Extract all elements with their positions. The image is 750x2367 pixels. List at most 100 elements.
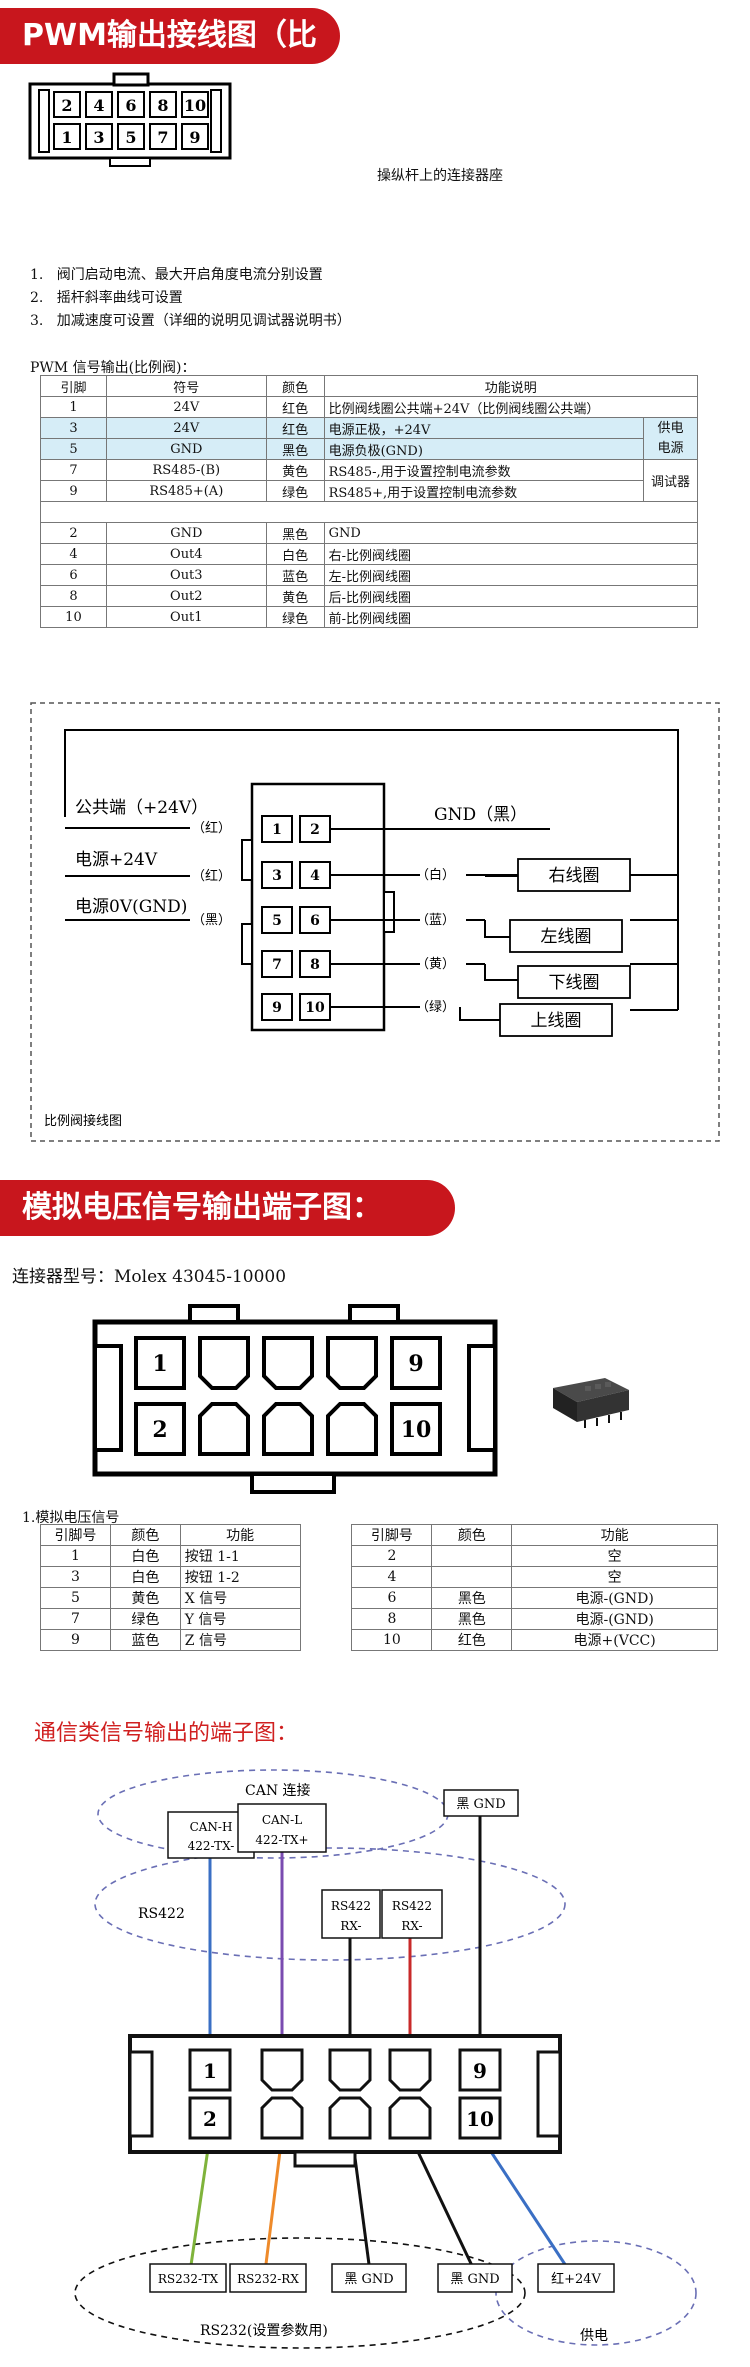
- wire-rs232-rx: [263, 2134, 284, 2273]
- rs232-group-label: RS232(设置参数用): [200, 2322, 328, 2339]
- color-tag: （绿）: [416, 1000, 455, 1015]
- group-label: 供电: [657, 420, 684, 436]
- box-label: RS422: [331, 1899, 371, 1913]
- connector-model: 连接器型号：Molex 43045-10000: [12, 1267, 287, 1287]
- diagram-frame: [30, 702, 720, 1142]
- cell: 电源-(GND): [511, 1587, 718, 1609]
- color-tag: （红）: [192, 868, 231, 884]
- box-label: CAN-H: [190, 1820, 233, 1834]
- pin-label: 1: [152, 1351, 167, 1377]
- connector-photo-icon: [553, 1378, 629, 1428]
- connector-caption: 操纵杆上的连接器座: [377, 168, 503, 184]
- pin-label: 9: [408, 1351, 423, 1377]
- cell: 1: [40, 396, 107, 418]
- box-canl: [237, 1803, 327, 1853]
- cell: 按钮 1-1: [179, 1545, 301, 1567]
- box-rs232-tx: [149, 2263, 227, 2293]
- box-24v: [537, 2263, 615, 2293]
- color-tag: （蓝）: [416, 913, 455, 928]
- box-label: RS422: [392, 1899, 432, 1913]
- label-common: 公共端（+24V）: [75, 798, 208, 818]
- cell: 5: [40, 438, 107, 460]
- cell: 黑色: [431, 1608, 513, 1630]
- wire-24v: [478, 2134, 572, 2273]
- pin-label: 7: [272, 957, 282, 973]
- cell: 3: [40, 1566, 111, 1588]
- cell: Z 信号: [179, 1629, 301, 1651]
- box-label: CAN-L: [262, 1813, 302, 1827]
- rs422-group-label: RS422: [138, 1906, 185, 1922]
- cell: 电源负极(GND): [323, 438, 645, 460]
- cell: 3: [40, 417, 107, 439]
- table-row: 5 黄色 X 信号 6 黑色 电源-(GND): [40, 1587, 718, 1609]
- cell: 绿色: [109, 1608, 181, 1630]
- section-title: 模拟电压信号输出端子图：: [22, 1190, 382, 1225]
- pin-label: 9: [473, 2059, 487, 2083]
- coil-label: 右线圈: [549, 866, 600, 886]
- table-title: 1.模拟电压信号: [22, 1510, 120, 1526]
- cell: 电源-(GND): [511, 1608, 718, 1630]
- pin-label: 9: [189, 128, 200, 147]
- label-power24: 电源+24V: [75, 850, 158, 870]
- cell: 黄色: [265, 585, 325, 607]
- color-tag: （黄）: [416, 957, 455, 972]
- table-row: 8 Out2 黄色 后-比例阀线圈: [40, 585, 699, 607]
- pin-label: 1: [203, 2059, 217, 2083]
- power-group-outline: [495, 2240, 697, 2346]
- table-spacer-row: [40, 501, 698, 523]
- box-gnd-top: [443, 1789, 519, 1817]
- cell: 白色: [109, 1545, 181, 1567]
- header-cell: 颜色: [431, 1524, 513, 1546]
- cell: 左-比例阀线圈: [323, 564, 699, 586]
- table-row: 1 白色 按钮 1-1 2 空: [40, 1545, 718, 1567]
- cell: 黑色: [431, 1587, 513, 1609]
- box-label: 黑 GND: [344, 2272, 393, 2287]
- cell: 红色: [431, 1629, 513, 1651]
- pin-label: 1: [61, 128, 72, 147]
- coil-left: [509, 919, 623, 953]
- cell: 9: [40, 480, 107, 502]
- wiring-diagram: 公共端（+24V） 电源+24V 电源0V(GND) （红） （红） （黑） 1…: [30, 702, 720, 1142]
- table-row: 7 绿色 Y 信号 8 黑色 电源-(GND): [40, 1608, 718, 1630]
- cell: 蓝色: [265, 564, 325, 586]
- cell: [431, 1566, 513, 1588]
- coil-up: [499, 1003, 613, 1037]
- cell: 6: [351, 1587, 433, 1609]
- header-cell: 功能: [511, 1524, 718, 1546]
- pin-label: 10: [184, 96, 206, 115]
- cell: GND: [105, 438, 267, 460]
- cell: 8: [40, 585, 107, 607]
- box-label: 黑 GND: [450, 2272, 499, 2287]
- table-row: 6 Out3 蓝色 左-比例阀线圈: [40, 564, 699, 586]
- box-gnd-b2: [437, 2263, 513, 2293]
- cell: 6: [40, 564, 107, 586]
- wire-gnd-b2: [408, 2134, 477, 2273]
- cell: GND: [323, 522, 699, 544]
- cell: 10: [40, 606, 107, 628]
- coil-label: 左线圈: [541, 927, 592, 947]
- cell: GND: [105, 522, 267, 544]
- cell: Out1: [105, 606, 267, 628]
- cell: 黄色: [109, 1587, 181, 1609]
- cell: 前-比例阀线圈: [323, 606, 699, 628]
- section-banner-pwm: PWM输出接线图（比例阀）：: [0, 8, 340, 109]
- pin-label: 3: [93, 128, 104, 147]
- pin-label: 10: [401, 1417, 432, 1443]
- pwm-table: 引脚 符号 颜色 功能说明 1 24V 红色 比例阀线圈公共端+24V（比例阀线…: [40, 375, 699, 628]
- wire-rs232-tx: [188, 2134, 212, 2273]
- header-cell: 引脚号: [351, 1524, 433, 1546]
- cell: 4: [40, 543, 107, 565]
- table-row: 7 RS485-(B) 黄色 RS485-,用于设置控制电流参数 调试器: [40, 459, 698, 502]
- box-rx1: [321, 1889, 381, 1939]
- table-row: 4 Out4 白色 右-比例阀线圈: [40, 543, 699, 565]
- cell: 红色: [265, 417, 325, 439]
- cell: 8: [351, 1608, 433, 1630]
- color-tag: （黑）: [192, 913, 231, 928]
- cell: Out3: [105, 564, 267, 586]
- cell: 空: [511, 1566, 718, 1588]
- cell: 黑色: [265, 438, 325, 460]
- cell: 按钮 1-2: [179, 1566, 301, 1588]
- group-cell-debug: 调试器: [643, 459, 698, 502]
- cell: 2: [40, 522, 107, 544]
- table-title: PWM 信号输出(比例阀)：: [30, 360, 196, 376]
